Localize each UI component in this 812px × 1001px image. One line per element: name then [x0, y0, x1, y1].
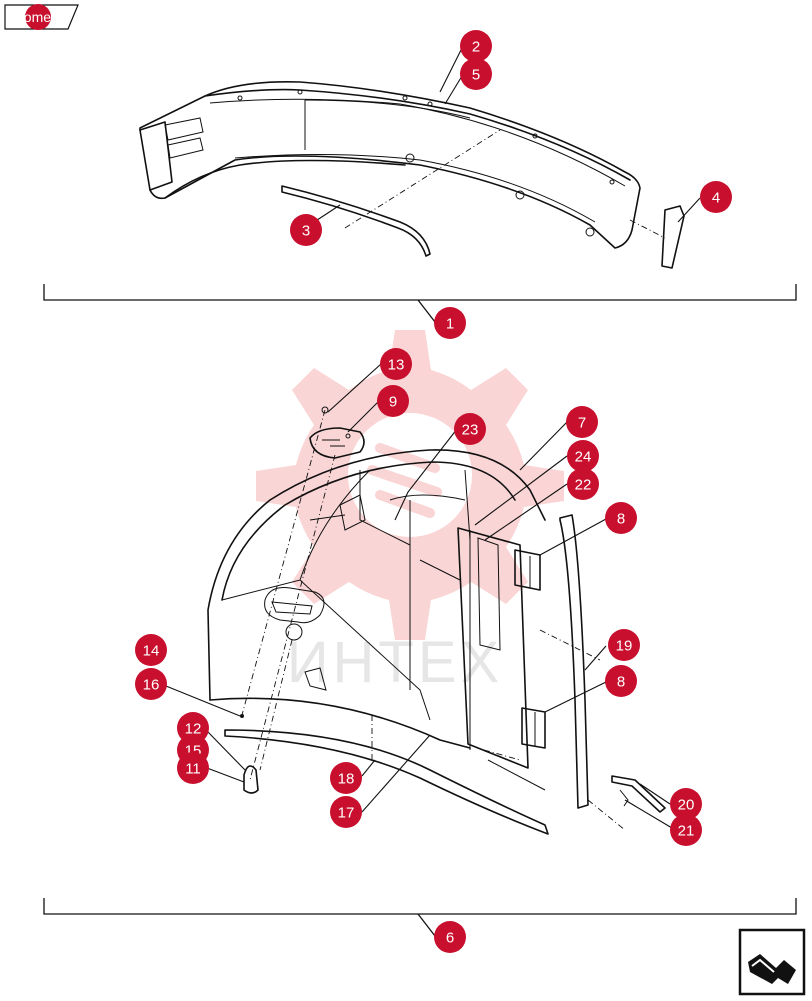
callout-marker	[605, 502, 637, 534]
callout-marker	[567, 440, 599, 472]
callout-c21[interactable]: 21	[670, 814, 702, 846]
door-edge-strip-part	[559, 514, 589, 809]
home-tab-outline-icon	[4, 4, 79, 30]
callout-label: 3	[302, 223, 310, 240]
callout-marker	[135, 668, 167, 700]
callout-label: 4	[712, 190, 720, 207]
callout-c13[interactable]: 13	[380, 348, 412, 380]
callout-marker	[377, 385, 409, 417]
callout-c20[interactable]: 20	[670, 788, 702, 820]
callout-marker	[567, 468, 599, 500]
watermark-text: ИНТЕХ	[287, 630, 503, 695]
home-button[interactable]: home	[4, 4, 80, 30]
callout-c18[interactable]: 18	[330, 762, 362, 794]
callout-c8b[interactable]: 8	[605, 665, 637, 697]
callout-label: 5	[472, 67, 480, 84]
callout-label: 17	[338, 805, 355, 822]
latch-part	[611, 775, 666, 813]
callout-c16[interactable]: 16	[135, 668, 167, 700]
callout-label: 24	[575, 449, 592, 466]
assembly-6-bracket	[43, 898, 797, 937]
callout-c19[interactable]: 19	[608, 629, 640, 661]
callout-marker	[177, 712, 209, 744]
callout-marker	[608, 629, 640, 661]
mounting-plate-part	[309, 427, 365, 459]
callout-c3[interactable]: 3	[290, 214, 322, 246]
callout-marker	[670, 788, 702, 820]
callout-marker	[330, 762, 362, 794]
callout-marker	[330, 796, 362, 828]
end-trim-piece-part	[661, 205, 685, 269]
home-label: home	[16, 9, 52, 25]
callout-c9[interactable]: 9	[377, 385, 409, 417]
callout-c5[interactable]: 5	[460, 58, 492, 90]
callout-c7[interactable]: 7	[566, 406, 598, 438]
callout-label: 22	[575, 477, 592, 494]
callout-c12[interactable]: 12	[177, 712, 209, 744]
callout-c24[interactable]: 24	[567, 440, 599, 472]
callout-label: 11	[185, 761, 201, 778]
callout-marker	[454, 413, 486, 445]
callout-marker	[380, 348, 412, 380]
callout-label: 12	[185, 721, 202, 738]
callout-marker	[566, 406, 598, 438]
fender-part	[207, 449, 546, 791]
callout-marker	[460, 58, 492, 90]
callout-c23[interactable]: 23	[454, 413, 486, 445]
callout-label: 23	[462, 422, 479, 439]
callout-label: 21	[678, 823, 695, 840]
next-page-button[interactable]	[738, 928, 806, 996]
callout-label: 7	[578, 415, 586, 432]
callout-c17[interactable]: 17	[330, 796, 362, 828]
callout-marker	[700, 181, 732, 213]
callout-marker	[670, 814, 702, 846]
callout-marker	[290, 214, 322, 246]
callout-label: 1	[446, 316, 454, 333]
callout-label: 13	[388, 357, 405, 374]
callout-label: 2	[472, 39, 480, 56]
callout-label: 8	[617, 511, 625, 528]
callout-label: 9	[389, 394, 397, 411]
callout-c1[interactable]: 1	[434, 307, 466, 339]
callout-marker	[605, 665, 637, 697]
callout-c2[interactable]: 2	[460, 30, 492, 62]
lower-trim-strip-part	[281, 185, 431, 257]
callout-marker	[460, 30, 492, 62]
callout-marker	[434, 307, 466, 339]
lower-seal-strip-part	[224, 729, 549, 835]
callout-label: 8	[617, 674, 625, 691]
assembly-1-bracket	[43, 284, 797, 323]
bolt-part	[243, 765, 259, 794]
callout-c6[interactable]: 6	[434, 921, 466, 953]
callout-marker	[135, 634, 167, 666]
leader-lines	[165, 47, 701, 829]
callout-label: 18	[338, 771, 355, 788]
callout-marker	[434, 921, 466, 953]
callout-c11[interactable]: 11	[177, 752, 209, 784]
callout-marker	[177, 752, 209, 784]
callout-label: 6	[446, 930, 454, 947]
bumper-skirt-part	[139, 80, 641, 249]
callout-c22[interactable]: 22	[567, 468, 599, 500]
callout-label: 16	[143, 677, 160, 694]
callout-c4[interactable]: 4	[700, 181, 732, 213]
callout-label: 20	[678, 797, 695, 814]
callout-c8a[interactable]: 8	[605, 502, 637, 534]
callout-label: 19	[616, 638, 633, 655]
arrow-turn-icon	[738, 928, 806, 996]
callout-label: 14	[143, 643, 160, 660]
callout-c14[interactable]: 14	[135, 634, 167, 666]
